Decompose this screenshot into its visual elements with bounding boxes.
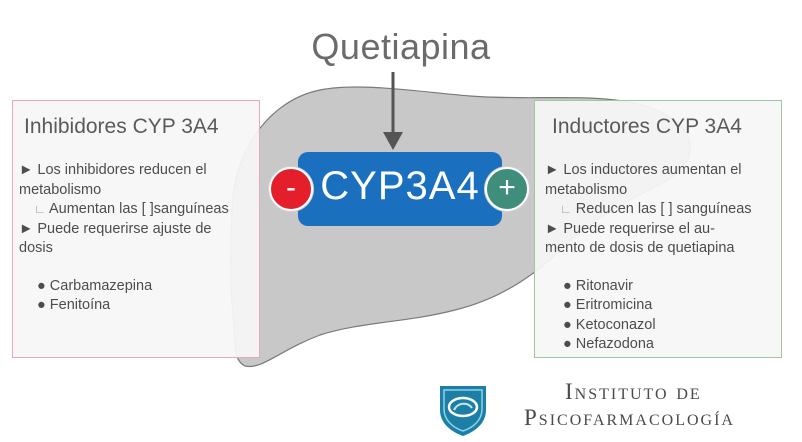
- enzyme-box: CYP3A4: [298, 152, 502, 226]
- inducer-drug-item: ● Nefazodona: [563, 336, 654, 352]
- inhibitors-panel: Inhibidores CYP 3A4 ► Los inhibidores re…: [12, 100, 260, 358]
- inhibitors-line: Aumentan las [ ]sanguíneas: [48, 201, 229, 217]
- inhibitors-line: dosis: [19, 240, 53, 256]
- inducers-line: mento de dosis de quetiapina: [545, 240, 735, 256]
- inhibitors-subline: ∟ Aumentan las [ ]sanguíneas: [19, 200, 259, 220]
- drug-title: Quetiapina: [311, 26, 491, 67]
- corner-icon: ∟: [560, 202, 572, 216]
- inducers-line: ► Puede requerirse el au-: [545, 220, 715, 237]
- inducer-drug-item: ● Ketoconazol: [563, 316, 656, 333]
- arrow-down-icon: [383, 72, 403, 150]
- enzyme-label: CYP3A4: [320, 164, 480, 208]
- inhibitors-line: metabolismo: [19, 181, 102, 198]
- inhibitors-line: ► Puede requerirse ajuste de: [19, 220, 212, 237]
- inhibitors-body: ► Los inhibidores reducen el metabolismo…: [19, 161, 259, 316]
- inhibitors-title: Inhibidores CYP 3A4: [24, 115, 219, 138]
- logo-text-line1: Instituto de: [565, 379, 702, 404]
- inducers-subline: ∟ Reducen las [ ] sanguíneas: [545, 200, 781, 220]
- inhibitor-drug-item: ● Fenitoína: [37, 297, 111, 313]
- inducer-drug-item: ● Ritonavir: [563, 277, 634, 294]
- minus-icon: -: [269, 167, 313, 211]
- logo-text-line2: Psicofarmacología: [524, 405, 735, 430]
- inducers-panel: Inductores CYP 3A4 ► Los inductores aume…: [534, 100, 782, 358]
- inducers-title: Inductores CYP 3A4: [552, 115, 742, 138]
- shield-logo-icon: [440, 386, 486, 436]
- plus-icon: +: [485, 167, 529, 211]
- inducers-body: ► Los inductores aumentan el metabolismo…: [545, 161, 781, 355]
- inhibitor-drug-item: ● Carbamazepina: [37, 277, 153, 294]
- inhibitors-line: ► Los inhibidores reducen el: [19, 162, 207, 178]
- inducers-line: metabolismo: [545, 181, 628, 198]
- inducers-line: ► Los inductores aumentan el: [545, 162, 742, 178]
- inducers-line: Reducen las [ ] sanguíneas: [575, 201, 752, 217]
- inducer-drug-item: ● Eritromicina: [563, 297, 653, 313]
- corner-icon: ∟: [34, 202, 46, 216]
